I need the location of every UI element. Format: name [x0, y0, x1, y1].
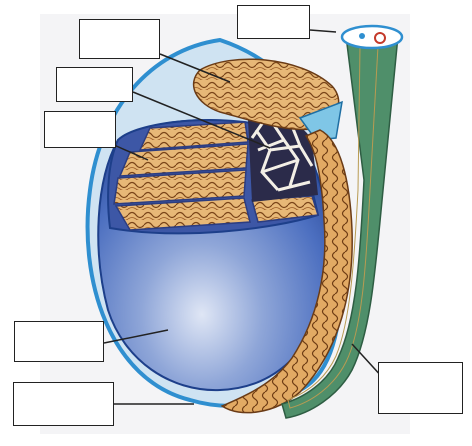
- spermatic-cord-section: [342, 26, 402, 48]
- label-box-3[interactable]: [56, 67, 133, 102]
- label-box-1[interactable]: [79, 19, 160, 59]
- duct-lumen: [375, 33, 385, 43]
- label-box-2[interactable]: [237, 5, 310, 39]
- label-box-7[interactable]: [378, 362, 463, 414]
- vessel-section: [359, 33, 365, 39]
- label-box-4[interactable]: [44, 111, 116, 148]
- label-box-6[interactable]: [13, 382, 114, 426]
- label-box-5[interactable]: [14, 321, 104, 362]
